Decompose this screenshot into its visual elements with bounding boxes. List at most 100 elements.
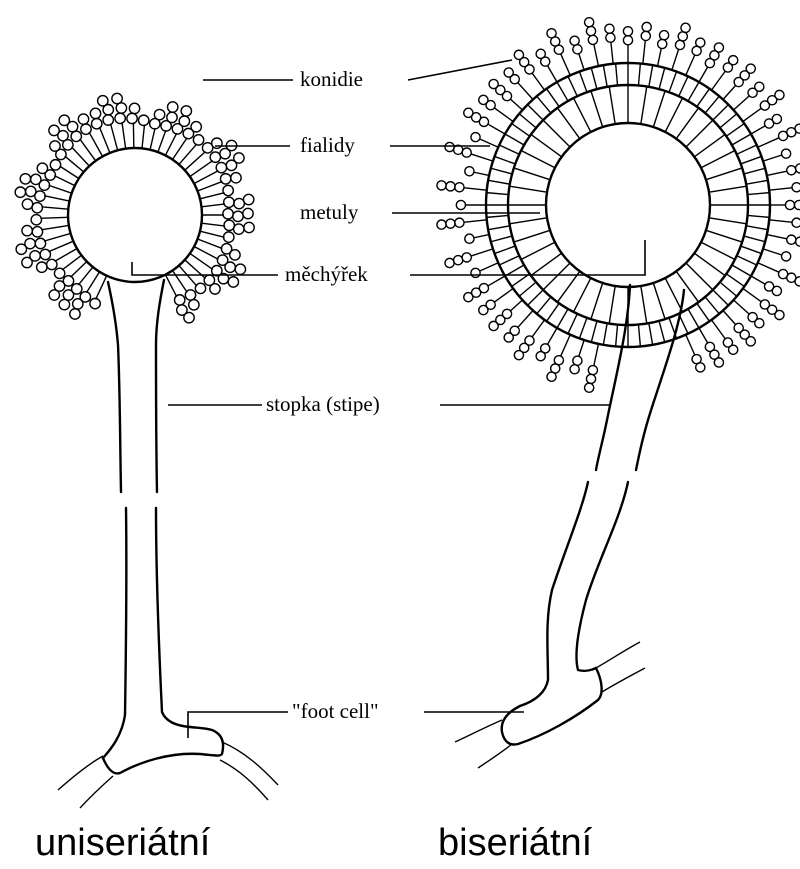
phialide <box>547 328 557 345</box>
phialide <box>165 133 176 155</box>
phialide-wall <box>748 193 770 195</box>
phialide-wall <box>528 290 544 306</box>
metula-wall <box>514 168 550 180</box>
phialide <box>494 288 513 302</box>
phialide <box>165 275 176 297</box>
phialide-wall <box>568 76 577 96</box>
conidium <box>210 284 220 294</box>
phialide <box>60 166 79 179</box>
conidium <box>570 365 579 374</box>
phialide <box>517 311 533 328</box>
phialide <box>44 196 69 201</box>
phialide-wall <box>741 156 762 164</box>
conidium <box>471 268 480 277</box>
phialide <box>734 95 750 110</box>
conidium <box>796 237 800 246</box>
phialide <box>172 138 187 160</box>
conidium <box>504 68 513 77</box>
conidium <box>35 238 45 248</box>
conidium <box>696 38 705 47</box>
phialide-wall <box>547 303 560 321</box>
phialide <box>71 262 87 278</box>
phialide-wall <box>519 114 536 128</box>
phialide <box>711 320 725 339</box>
metula-wall <box>609 86 615 124</box>
leader-footcell-left <box>188 712 288 738</box>
metula-wall <box>531 253 562 275</box>
conidium <box>189 300 199 310</box>
conidium <box>775 310 784 319</box>
conidium <box>446 182 455 191</box>
conidium <box>586 374 595 383</box>
conidium <box>795 277 800 286</box>
phialide <box>89 132 102 156</box>
phialide <box>686 54 695 75</box>
conidium <box>623 27 632 36</box>
conidium <box>59 299 69 309</box>
metula-wall <box>641 286 647 324</box>
phialide-wall <box>519 282 536 296</box>
conidium <box>514 351 523 360</box>
phialide-wall <box>741 246 762 254</box>
phialide <box>78 267 93 285</box>
phialide <box>96 276 107 300</box>
conidium <box>78 114 88 124</box>
conidium <box>547 29 556 38</box>
conidium <box>138 115 148 125</box>
conidium <box>234 198 244 208</box>
metula-wall <box>514 230 550 242</box>
phialide-wall <box>568 314 577 334</box>
conidium <box>92 119 102 129</box>
label-phialides: fialidy <box>300 133 355 157</box>
phialide <box>200 193 225 199</box>
phialide <box>54 176 74 186</box>
metula-wall <box>509 218 547 224</box>
conidium <box>223 185 233 195</box>
metula-wall <box>709 218 747 224</box>
conidium <box>678 32 687 41</box>
conidium <box>623 36 632 45</box>
metula-wall <box>706 230 742 242</box>
phialide-wall <box>744 236 765 242</box>
phialide-wall <box>591 68 597 89</box>
conidium <box>775 90 784 99</box>
phialide <box>767 171 788 175</box>
conidium <box>729 345 738 354</box>
conidium <box>606 33 615 42</box>
phialide <box>65 156 84 172</box>
conidium <box>167 112 177 122</box>
stipe-right-upper-right <box>636 290 684 470</box>
phialide <box>55 249 77 262</box>
metula-wall <box>701 151 735 168</box>
conidium <box>795 124 800 133</box>
phialide-wall <box>487 193 509 195</box>
phialide-wall <box>579 72 587 93</box>
conidium <box>454 256 463 265</box>
conidium <box>15 187 25 197</box>
conidium <box>536 49 545 58</box>
phialide-wall <box>495 246 516 254</box>
hypha-right-top <box>455 720 502 742</box>
phialide-wall <box>547 89 560 107</box>
stipe-left-upper-right <box>156 280 164 492</box>
conidium <box>792 183 800 192</box>
phialide <box>743 108 762 122</box>
phialide <box>723 311 736 325</box>
phialide <box>99 127 109 153</box>
phialide <box>463 188 486 190</box>
conidium <box>787 235 796 244</box>
stipe-right-upper <box>596 285 630 470</box>
conidium <box>37 262 47 272</box>
phialide <box>494 108 513 122</box>
phialide <box>763 249 782 255</box>
conidium <box>471 133 480 142</box>
phialide <box>487 124 505 134</box>
phialide <box>758 138 780 148</box>
metula-wall <box>665 98 682 132</box>
uniseriate-conidiophore <box>15 93 278 808</box>
conidium <box>112 93 122 103</box>
phialide <box>699 67 708 82</box>
phialide <box>202 223 226 226</box>
phialide <box>194 171 218 184</box>
phialide <box>44 233 71 241</box>
